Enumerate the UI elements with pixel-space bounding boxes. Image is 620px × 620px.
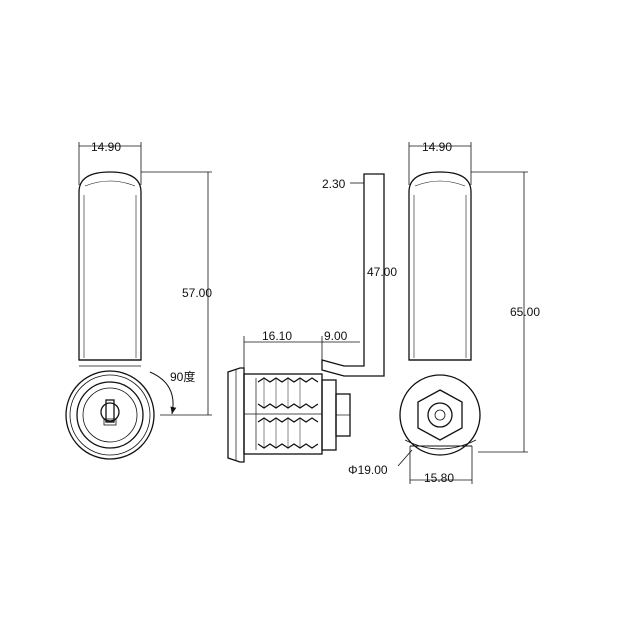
thread-length-label: 16.10 (262, 329, 292, 343)
lever-thickness-label: 2.30 (322, 177, 346, 191)
back-view (399, 171, 481, 456)
rotation-label: 90度 (170, 369, 195, 384)
flat-width-label: 15.80 (424, 471, 454, 485)
back-height-label: 65.00 (510, 305, 540, 319)
back-width-label: 14.90 (422, 140, 452, 154)
side-view-dimensions (243, 174, 385, 376)
lever-height-label: 47.00 (367, 265, 397, 279)
front-height-label: 57.00 (182, 286, 212, 300)
lever-offset-label: 9.00 (324, 329, 348, 343)
front-view (65, 171, 155, 460)
diameter-label: Φ19.00 (348, 463, 388, 477)
front-view-dimensions (78, 142, 212, 416)
front-width-label: 14.90 (91, 140, 121, 154)
back-view-dimensions (397, 142, 528, 484)
side-view (227, 173, 385, 463)
